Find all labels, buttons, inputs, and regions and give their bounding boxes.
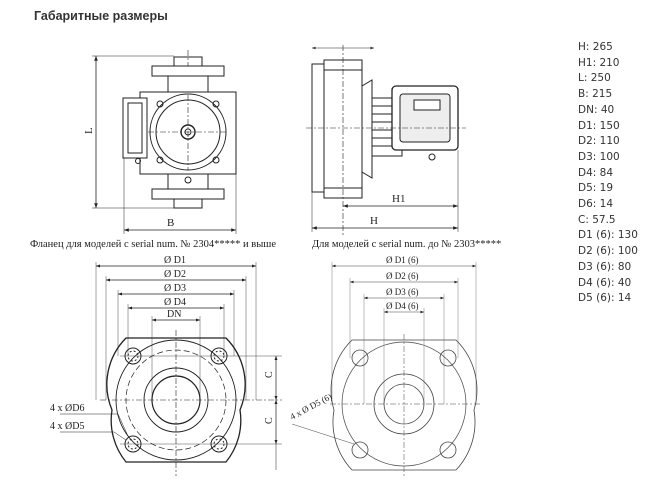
spec-item: H: 265 (578, 41, 613, 53)
flange-new-drawing (60, 262, 282, 476)
label-D1: Ø D1 (164, 255, 186, 266)
label-D1-6: Ø D1 (6) (386, 255, 419, 265)
spec-list: H: 265 H1: 210 L: 250 B: 215 DN: 40 D1: … (578, 40, 638, 307)
label-B: B (167, 217, 174, 229)
label-L: L (83, 127, 95, 134)
spec-item: D2 (6): 100 (578, 245, 638, 258)
label-holes-d6: 4 x ØD6 (50, 403, 84, 414)
label-holes-d5-6: 4 x Ø D5 (6) (288, 391, 333, 421)
label-D4: Ø D4 (164, 297, 186, 308)
caption-old-flange: Для моделей с serial num. до № 2303***** (312, 239, 502, 250)
spec-item: D1: 150 (578, 119, 620, 132)
flange-old-drawing (291, 262, 480, 476)
spec-item: D6: 14 (578, 198, 614, 211)
spec-item: D3: 100 (578, 150, 620, 163)
pump-front-view (92, 50, 237, 234)
label-D3: Ø D3 (164, 283, 186, 294)
label-C-lower: C (264, 417, 275, 424)
spec-item: H1: 210 (578, 56, 620, 69)
spec-item: DN: 40 (578, 103, 615, 116)
spec-item: C: 57.5 (578, 213, 616, 226)
caption-new-flange: Фланец для моделей с serial num. № 2304*… (30, 239, 277, 250)
label-DN: DN (167, 309, 181, 320)
label-D2: Ø D2 (164, 269, 186, 280)
label-H1: H1 (392, 193, 405, 205)
label-D2-6: Ø D2 (6) (386, 271, 419, 281)
spec-item: D3 (6): 80 (578, 260, 632, 273)
spec-item: D2: 110 (578, 135, 620, 148)
label-C-upper: C (264, 371, 275, 378)
page-title: Габаритные размеры (34, 9, 168, 23)
spec-item: D4 (6): 40 (578, 276, 632, 289)
spec-item: D1 (6): 130 (578, 229, 638, 242)
spec-item: D4: 84 (578, 166, 614, 179)
label-holes-d5: 4 x ØD5 (50, 421, 84, 432)
spec-item: D5 (6): 14 (578, 292, 632, 305)
pump-side-view (306, 45, 466, 235)
label-H: H (370, 215, 378, 227)
spec-item: L: 250 (578, 72, 611, 85)
label-D3-6: Ø D3 (6) (386, 287, 419, 297)
label-D4-6: Ø D4 (6) (386, 301, 419, 311)
spec-item: D5: 19 (578, 182, 614, 195)
spec-item: B: 215 (578, 88, 613, 101)
